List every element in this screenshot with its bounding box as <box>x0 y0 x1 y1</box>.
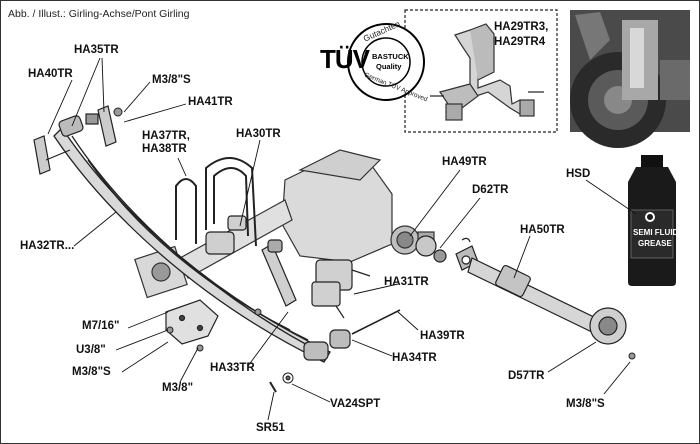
tuv-center-line1: BASTUCK <box>372 52 409 61</box>
bottle-label-line1: SEMI FLUID <box>633 228 679 237</box>
axle-differential <box>281 149 435 263</box>
tuv-badge-ring <box>347 23 425 101</box>
callout-m38: M3/8" <box>162 382 194 394</box>
callout-va24spt: VA24SPT <box>330 398 381 410</box>
callout-m716: M7/16" <box>82 320 120 332</box>
callout-ha40tr: HA40TR <box>28 68 73 80</box>
spring-shackle <box>33 105 117 175</box>
callout-ha38tr: HA38TR <box>142 143 187 155</box>
callout-ha33tr: HA33TR <box>210 362 255 374</box>
bracket-drawing <box>430 23 544 121</box>
lever-damper <box>311 259 371 319</box>
callout-ha49tr: HA49TR <box>442 156 487 168</box>
callout-ha39tr: HA39TR <box>420 330 465 342</box>
callout-ha31tr: HA31TR <box>384 276 429 288</box>
tuv-mark: TÜV <box>320 44 370 74</box>
propeller-shaft <box>455 245 627 345</box>
callout-d57tr: D57TR <box>508 370 545 382</box>
callout-m38s-left: M3/8"S <box>72 366 111 378</box>
callout-d62tr: D62TR <box>472 184 509 196</box>
callout-ha37tr: HA37TR, HA38TR <box>142 130 190 156</box>
callout-ha30tr: HA30TR <box>236 128 281 140</box>
grease-bottle <box>628 155 676 286</box>
callout-u38: U3/8" <box>76 344 106 356</box>
small-fasteners <box>113 107 636 393</box>
callout-m38s-top: M3/8"S <box>152 74 191 86</box>
leader-lines <box>47 57 637 421</box>
callout-ha32tr: HA32TR... <box>20 240 75 252</box>
callout-hsd: HSD <box>566 168 591 180</box>
pinion-flange <box>415 235 471 263</box>
diagram-caption: Abb. / Illust.: Girling-Achse/Pont Girli… <box>8 8 190 20</box>
spring-plate <box>165 299 219 345</box>
bottle-label-line2: GREASE <box>638 239 672 248</box>
callout-m38s-right: M3/8"S <box>566 398 605 410</box>
inset-label-line1: HA29TR3, <box>494 21 549 33</box>
inset-label: HA29TR3, HA29TR4 <box>494 20 548 50</box>
rear-bushes <box>303 309 401 361</box>
callout-ha50tr: HA50TR <box>520 224 565 236</box>
callout-ha41tr: HA41TR <box>188 96 233 108</box>
callout-sr51: SR51 <box>256 422 285 434</box>
callout-ha37tr-line1: HA37TR, <box>142 130 190 142</box>
callout-ha34tr: HA34TR <box>392 352 437 364</box>
callout-ha35tr: HA35TR <box>74 44 119 56</box>
u-bolts <box>175 157 257 247</box>
photo-inset <box>570 10 690 148</box>
tuv-center-line2: Quality <box>376 62 402 71</box>
inset-label-line2: HA29TR4 <box>494 36 546 48</box>
